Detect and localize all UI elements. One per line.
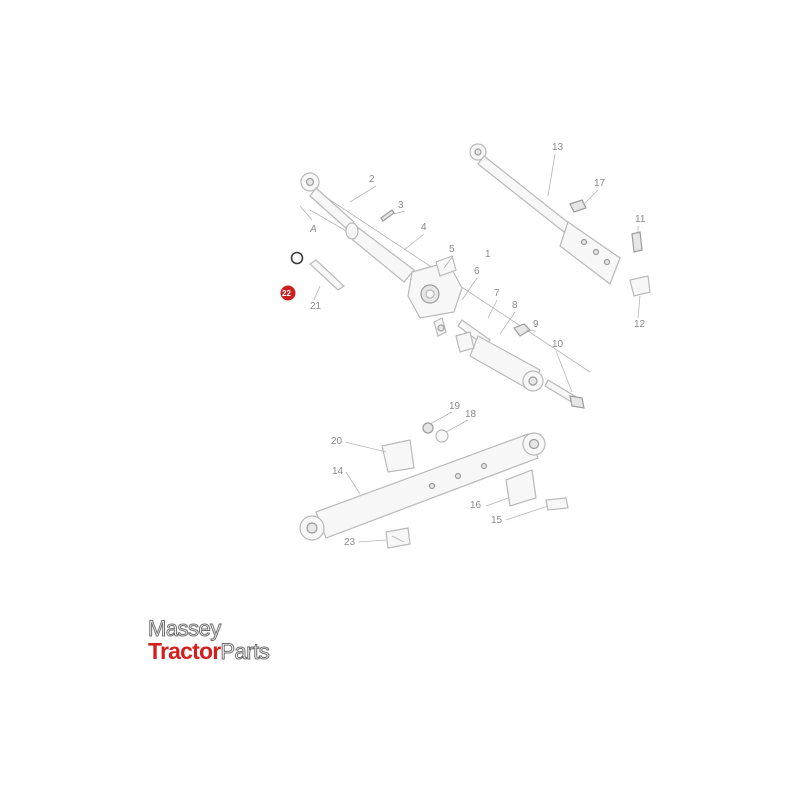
turnbuckle-assembly	[455, 319, 585, 409]
callout-20: 20	[331, 436, 343, 447]
callout-14: 14	[332, 466, 344, 477]
pin-part-11	[631, 231, 643, 253]
logo-massey-text: Massey	[147, 616, 221, 641]
callout-9: 9	[533, 319, 539, 330]
dimension-mark: A	[309, 224, 317, 235]
stabiliser-assembly	[469, 143, 651, 297]
callout-10: 10	[552, 339, 564, 350]
callout-23: 23	[344, 537, 356, 548]
callout-1: 1	[485, 249, 491, 260]
logo-line2: TractorParts	[148, 638, 270, 664]
pin-part-6	[437, 324, 445, 332]
pin-part-3	[380, 209, 395, 222]
massey-tractor-parts-logo: Massey TractorParts	[147, 616, 270, 664]
callout-16: 16	[470, 500, 482, 511]
o-ring-part-22	[290, 251, 304, 265]
callout-4: 4	[421, 222, 427, 233]
washer-part-19	[422, 422, 434, 434]
stabiliser-rod	[477, 155, 571, 233]
callout-6: 6	[474, 266, 480, 277]
callout-18: 18	[465, 409, 477, 420]
logo-tractor-text: Tractor	[148, 638, 221, 664]
callout-19: 19	[449, 401, 461, 412]
lower-link-assembly	[299, 422, 569, 549]
callout-13: 13	[552, 142, 564, 153]
pin-part-17	[569, 199, 587, 213]
bolt-part-15	[545, 497, 569, 511]
callout-5: 5	[449, 244, 455, 255]
callout-7: 7	[494, 288, 500, 299]
lower-link-arm	[315, 433, 539, 539]
bracket-part-20	[381, 439, 415, 473]
callout-15: 15	[491, 515, 503, 526]
pin-and-ring	[280, 251, 345, 301]
pin-part-21	[309, 259, 345, 291]
callout-12: 12	[634, 319, 646, 330]
bracket-part-16	[505, 469, 537, 507]
callout-2: 2	[369, 174, 375, 185]
callout-21: 21	[310, 301, 322, 312]
label-leaders	[313, 153, 641, 543]
highlight-badge	[280, 285, 296, 301]
callout-11: 11	[635, 214, 646, 225]
center-housing	[407, 255, 463, 337]
tag-part-23	[385, 527, 411, 549]
callout-22: 22	[282, 289, 291, 298]
lift-link-assembly	[299, 172, 591, 373]
callout-labels: 1 2 3 4 5 6 7 8 9 10 11 12 13 14 15 16 1…	[282, 142, 646, 548]
bush-part-18	[435, 429, 449, 443]
bolt-part-12	[629, 275, 651, 297]
logo-parts-text: Parts	[220, 639, 270, 664]
callout-17: 17	[594, 178, 606, 189]
callout-8: 8	[512, 300, 518, 311]
callout-3: 3	[398, 200, 404, 211]
stabiliser-bar	[559, 221, 621, 285]
